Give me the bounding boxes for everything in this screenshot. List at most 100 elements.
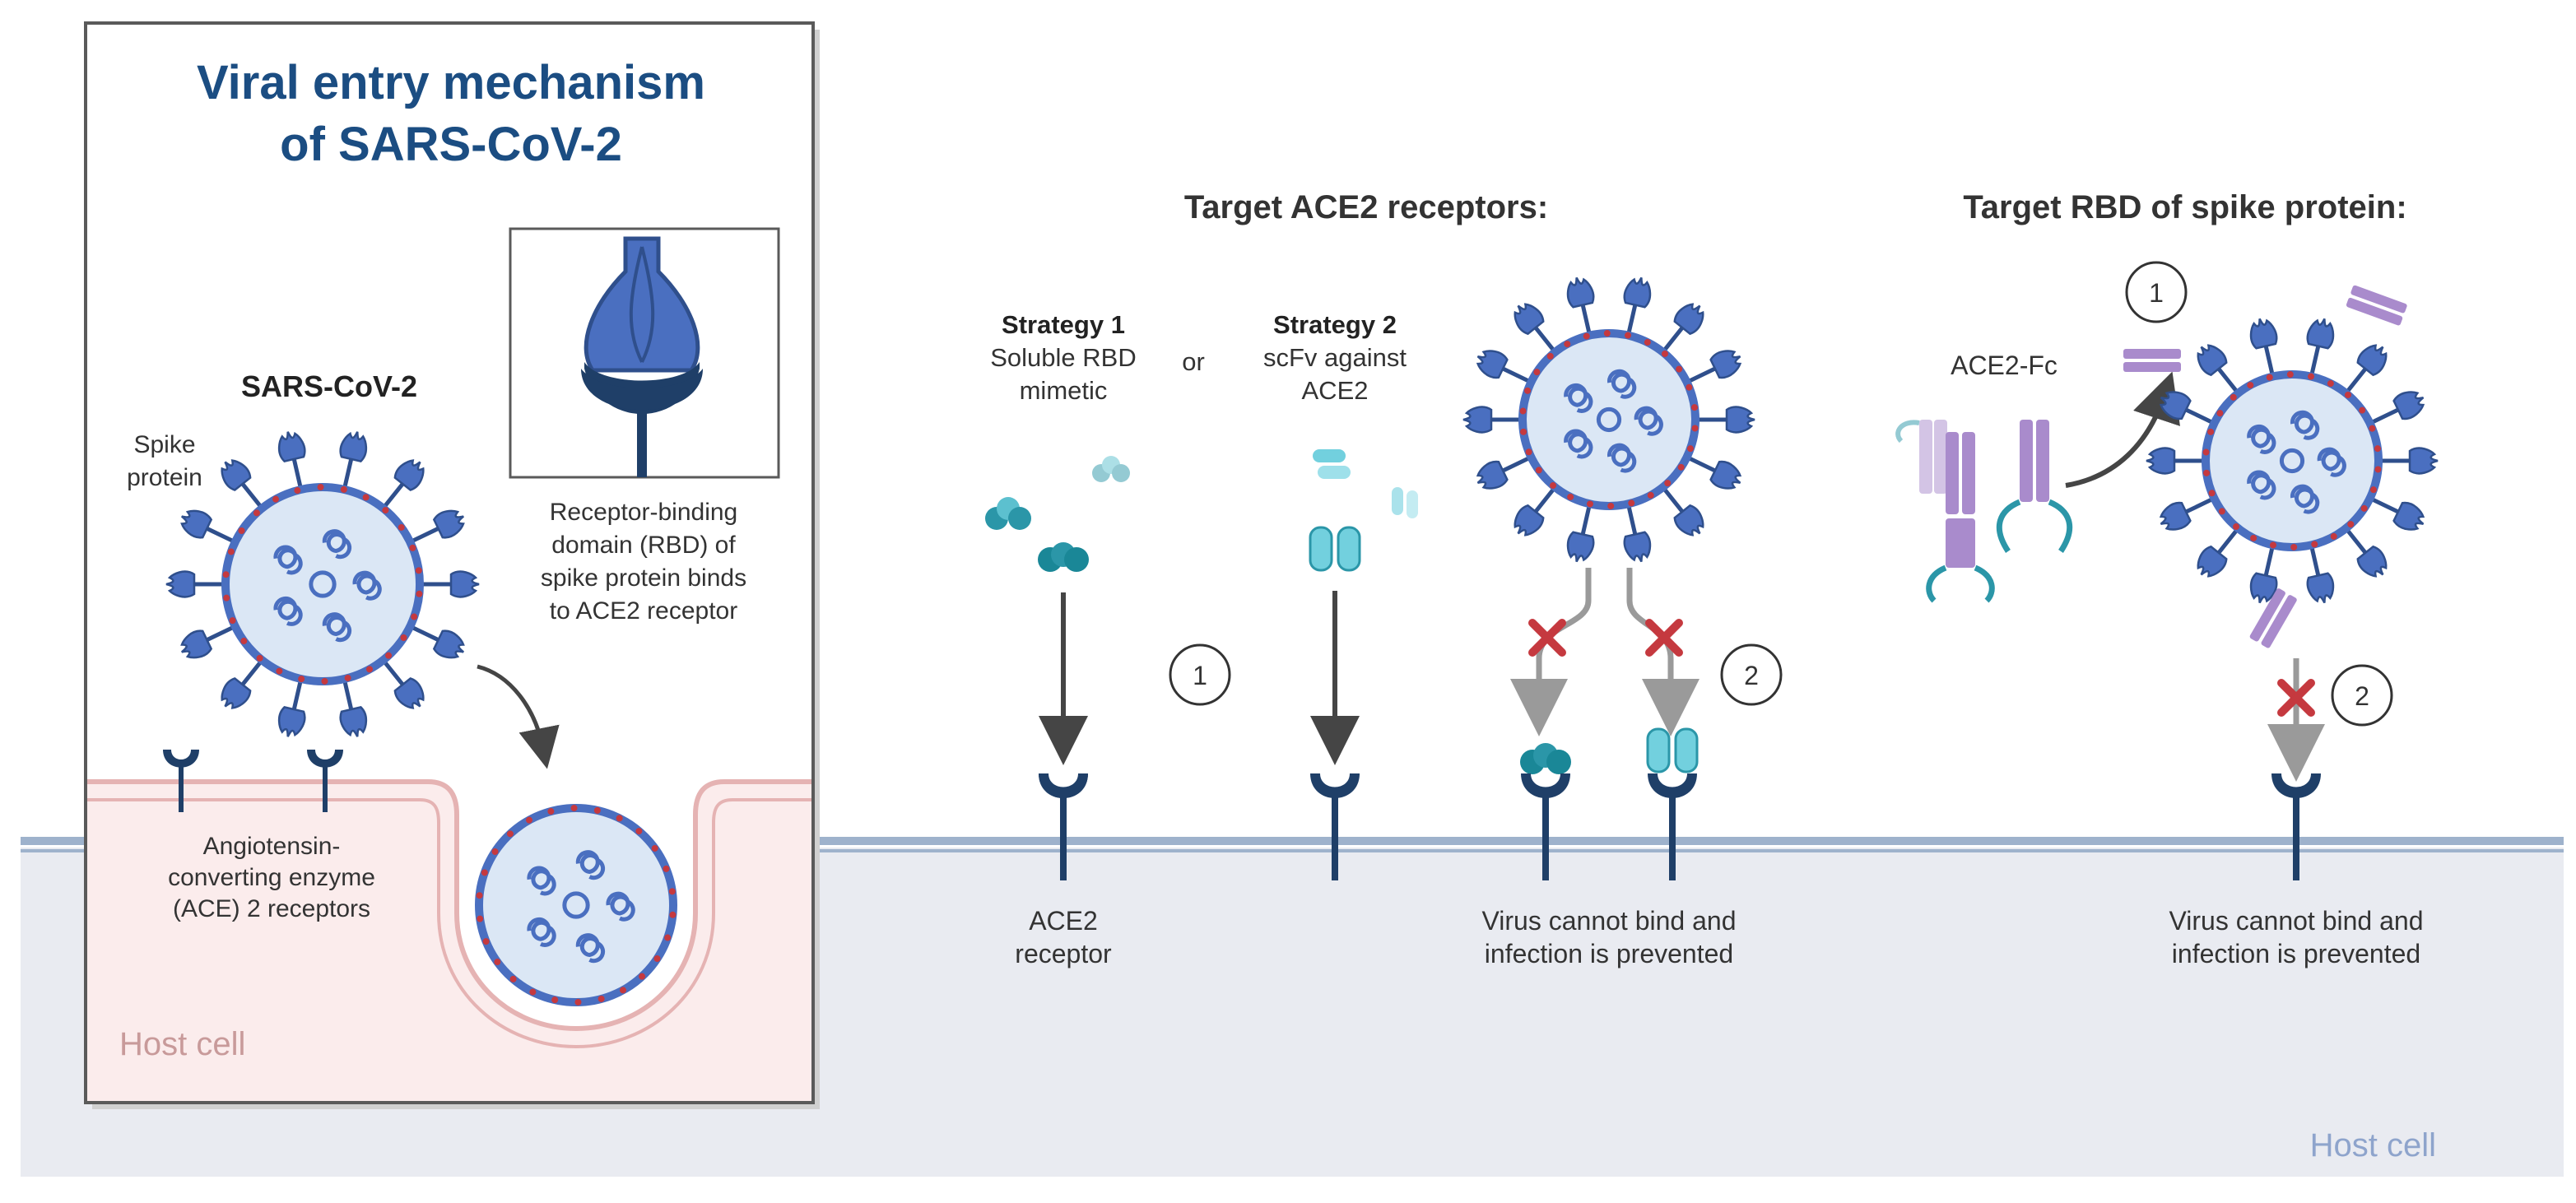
- spike-protein-icon: [1725, 406, 1755, 434]
- ace2-receptor-bound-mimetic: [1520, 743, 1571, 880]
- block-x-icon: [1645, 619, 1683, 657]
- strategy1-title: Strategy 1: [1002, 310, 1125, 339]
- virus-envelope: [221, 483, 424, 685]
- ace2-receptor-strategy2: [1310, 773, 1360, 880]
- block-x-icon: [1528, 619, 1566, 657]
- viral-rna: [1607, 443, 1637, 473]
- membrane-protein: [651, 844, 658, 852]
- spike-protein-icon: [2306, 318, 2335, 350]
- virus-envelope: [1518, 329, 1700, 510]
- rbd-inset-illustration: [581, 236, 703, 477]
- ace2-section-heading: Target ACE2 receptors:: [1184, 189, 1548, 225]
- viral-entry-panel: Host cell Viral entry mechanism of SARS-…: [84, 21, 820, 1109]
- membrane-protein: [574, 998, 582, 1006]
- spike-protein-icon: [449, 570, 480, 598]
- ace2-fc-label: ACE2-Fc: [1951, 351, 2058, 380]
- spike-stalk: [342, 458, 354, 490]
- panel-title-line1: Viral entry mechanism: [197, 56, 705, 109]
- spike-stalk: [2216, 367, 2240, 395]
- rbd-caption-4: to ACE2 receptor: [550, 597, 737, 625]
- spike-protein-icon: [165, 570, 196, 598]
- membrane-protein: [1519, 407, 1527, 415]
- membrane-protein: [1644, 339, 1651, 346]
- spike-stalk: [1686, 455, 1716, 473]
- spike-protein-icon: [2197, 344, 2228, 377]
- viral-rna: [2247, 424, 2276, 454]
- rbd-step2-label: 2: [2355, 681, 2369, 711]
- membrane-protein: [1607, 502, 1615, 509]
- ace2-receptor-bound-scfv: [1646, 727, 1699, 880]
- ace-caption-3: (ACE) 2 receptors: [173, 895, 370, 922]
- membrane-protein: [2247, 382, 2254, 389]
- membrane-protein: [256, 654, 263, 662]
- spike-protein-icon: [2306, 572, 2335, 604]
- virus-envelope: [2202, 370, 2383, 551]
- membrane-protein: [1691, 425, 1699, 432]
- fc-binding-arrow: [2065, 371, 2180, 488]
- strategy1-desc-1: Soluble RBD: [990, 343, 1136, 372]
- membrane-protein: [663, 865, 670, 872]
- membrane-protein: [294, 487, 301, 495]
- membrane-protein: [385, 652, 393, 659]
- spike-label-line2: protein: [127, 464, 202, 491]
- spike-stalk: [2263, 346, 2276, 378]
- membrane-protein: [639, 973, 646, 980]
- ace2-outcome-2: infection is prevented: [1485, 939, 1733, 968]
- membrane-protein: [276, 667, 283, 675]
- membrane-protein: [1564, 341, 1571, 348]
- fc-bound-virus: [2146, 318, 2439, 604]
- spike-protein-icon: [1514, 504, 1545, 536]
- membrane-protein: [238, 527, 245, 535]
- spike-protein-icon: [1476, 460, 1509, 490]
- membrane-protein: [1624, 332, 1631, 339]
- membrane-protein: [1664, 480, 1672, 487]
- membrane-protein: [362, 494, 370, 501]
- membrane-protein: [253, 509, 260, 517]
- membrane-protein: [2369, 425, 2376, 432]
- spike-protein-icon: [2356, 344, 2388, 377]
- spike-protein-icon: [2408, 447, 2439, 475]
- step2-badge: [1720, 643, 1783, 706]
- membrane-protein: [382, 507, 389, 514]
- membrane-protein: [1686, 445, 1694, 453]
- spike-protein-icon: [2392, 391, 2425, 420]
- membrane-protein: [240, 638, 248, 645]
- strategy2-desc-1: scFv against: [1263, 343, 1407, 372]
- viral-rna: [1634, 406, 1663, 436]
- viral-rna: [1564, 383, 1593, 413]
- spike-stalk: [1502, 366, 1532, 384]
- receptor-caption-1: ACE2: [1029, 906, 1098, 936]
- ace2-receptor-strategy1: [1039, 773, 1088, 880]
- host-cell-label-right: Host cell: [2310, 1127, 2436, 1164]
- viral-rna: [1564, 429, 1593, 459]
- spike-stalk: [2344, 527, 2368, 555]
- membrane-protein: [2359, 406, 2366, 414]
- viral-rna: [575, 933, 606, 964]
- membrane-protein: [551, 996, 559, 1004]
- membrane-protein: [491, 848, 499, 856]
- membrane-protein: [1546, 352, 1554, 360]
- spike-stalk: [1580, 503, 1593, 535]
- rbd-step1-label: 1: [2149, 278, 2164, 308]
- ace2-outcome-1: Virus cannot bind and: [1482, 906, 1737, 936]
- viral-rna: [1607, 369, 1637, 399]
- spike-stalk: [1502, 455, 1532, 473]
- spike-protein-icon: [277, 431, 306, 462]
- spike-stalk: [2369, 407, 2399, 425]
- spike-label-line1: Spike: [133, 431, 195, 458]
- spike-protein-icon: [180, 509, 213, 539]
- membrane-protein: [2374, 445, 2381, 453]
- spike-stalk: [381, 658, 405, 686]
- spike-stalk: [206, 527, 236, 545]
- spike-protein-icon: [1673, 303, 1704, 336]
- block-x-icon: [2277, 679, 2315, 717]
- spike-stalk: [1533, 326, 1557, 354]
- spike-stalk: [409, 624, 439, 642]
- step1-badge-label: 1: [1193, 661, 1207, 690]
- membrane-protein: [2270, 541, 2277, 549]
- membrane-protein: [272, 495, 279, 503]
- spike-protein-icon: [339, 706, 368, 737]
- spike-stalk: [291, 458, 304, 490]
- rbd-caption-3: spike protein binds: [541, 564, 746, 592]
